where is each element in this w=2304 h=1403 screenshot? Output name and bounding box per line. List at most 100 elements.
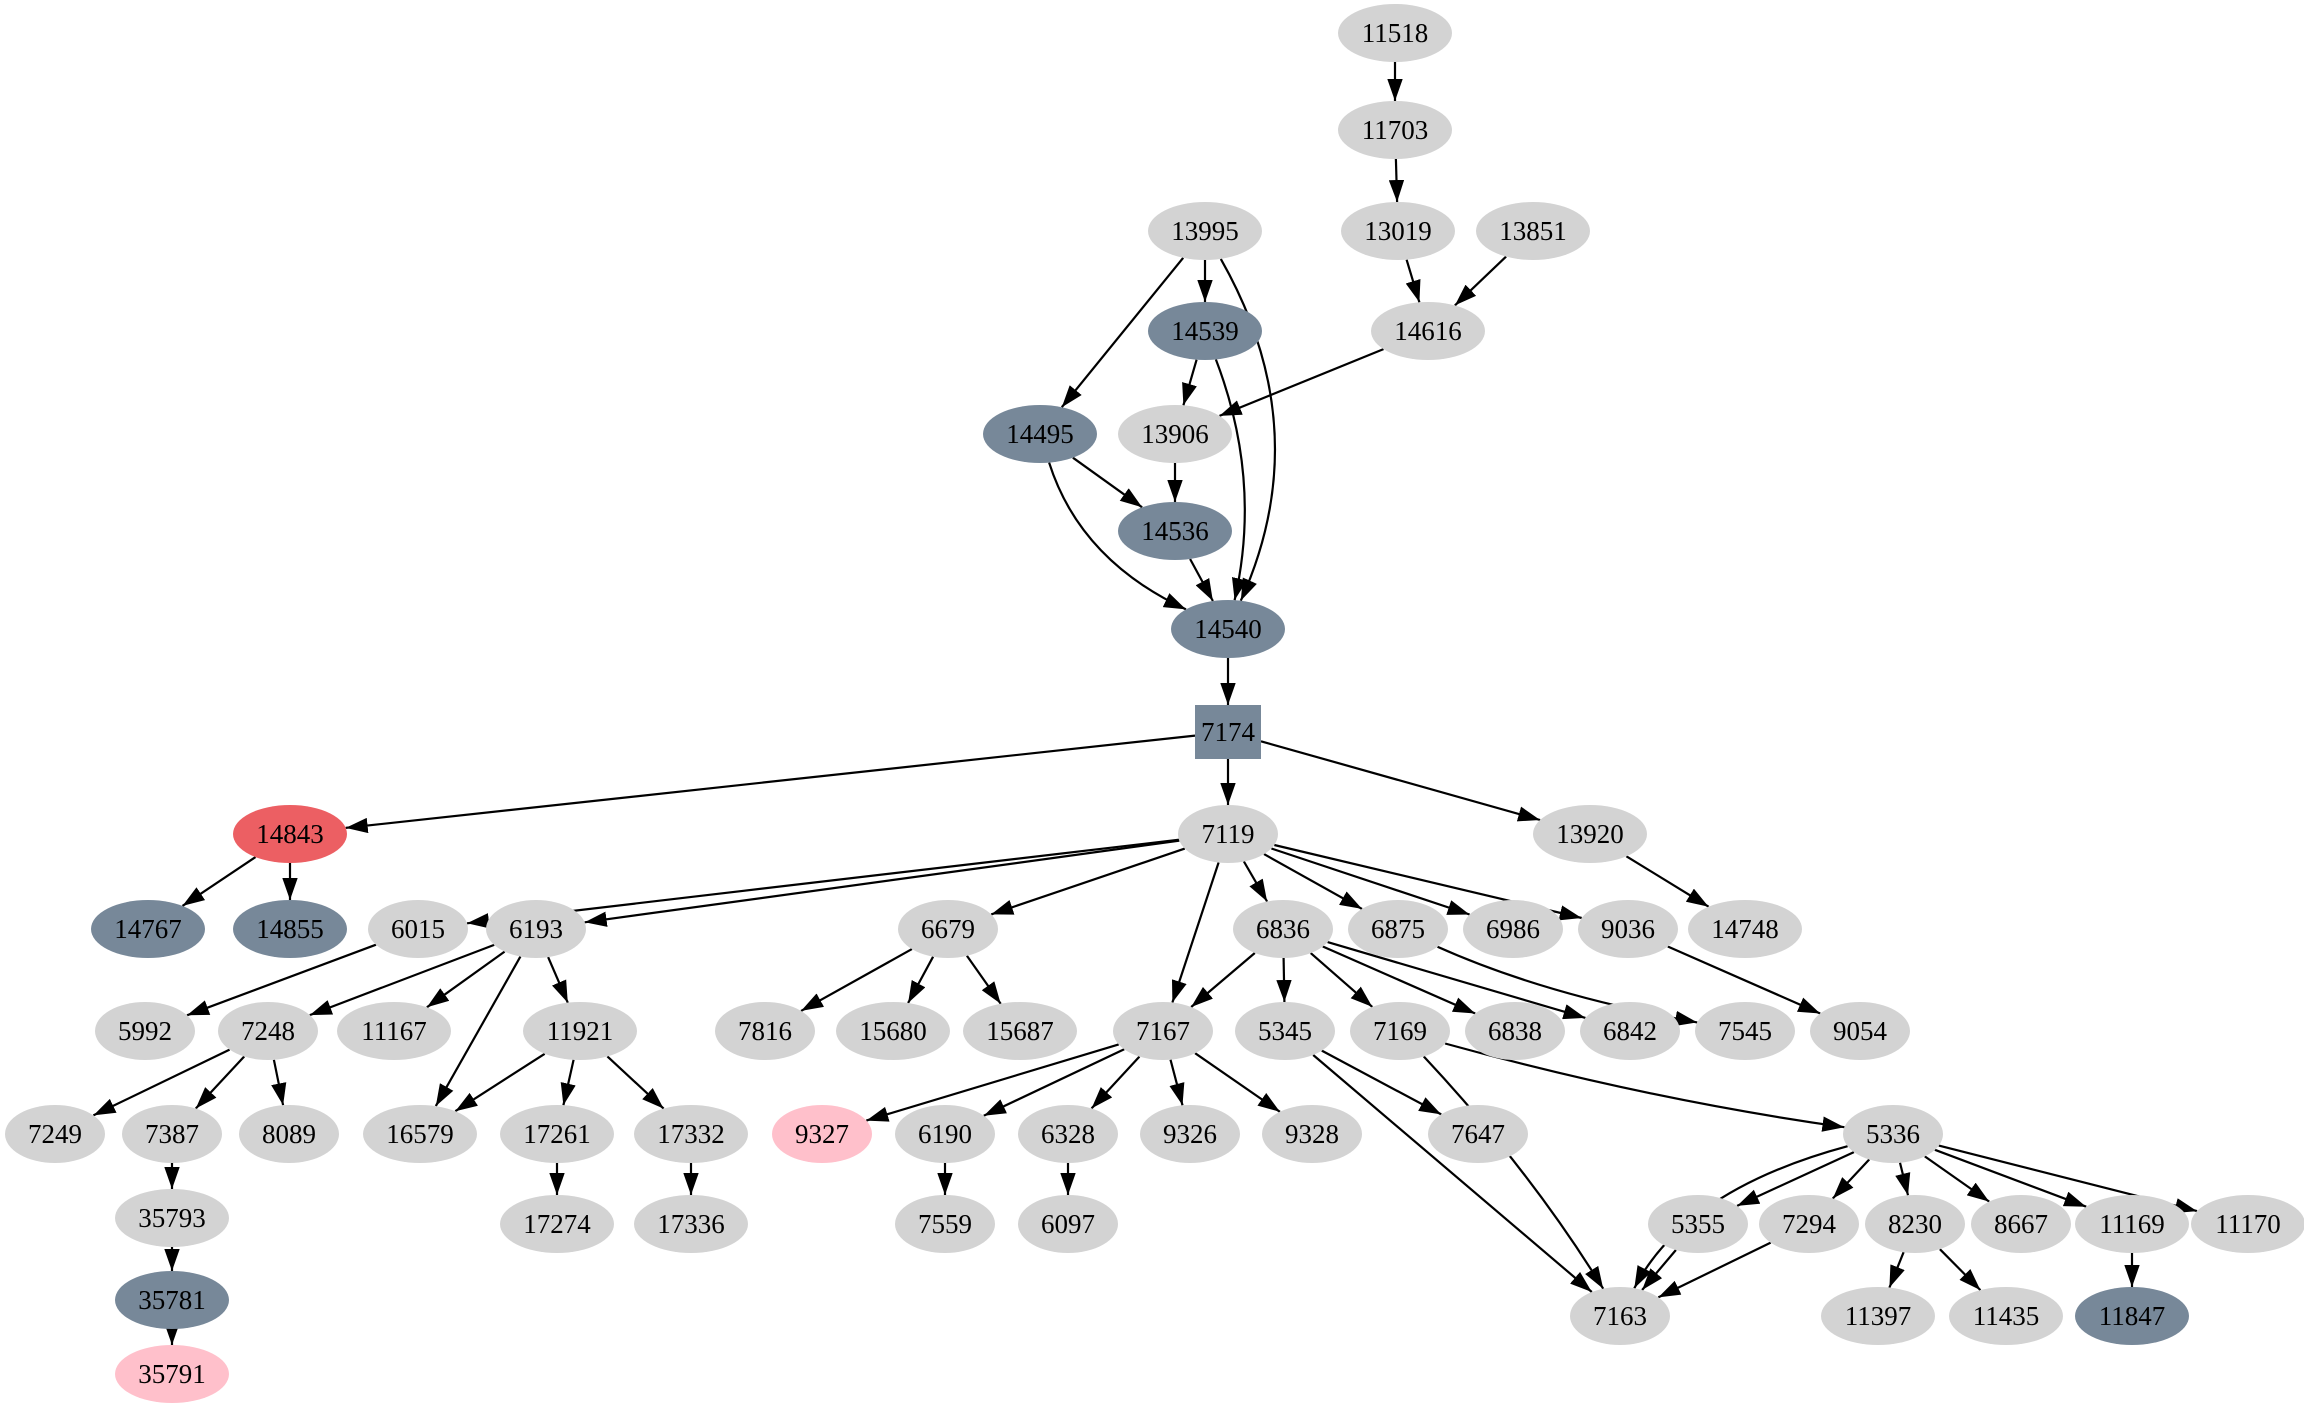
node-shape-ellipse (1428, 1105, 1528, 1163)
graph-edge-13851-14616 (1454, 255, 1507, 307)
graph-edge-14495-14536 (1072, 456, 1143, 509)
graph-node-7559: 7559 (895, 1195, 995, 1253)
graph-node-6679: 6679 (898, 900, 998, 958)
graph-node-6838: 6838 (1465, 1002, 1565, 1060)
graph-edge-5336-5355 (1736, 1151, 1855, 1207)
node-shape-ellipse (239, 1105, 339, 1163)
graph-node-14616: 14616 (1371, 302, 1485, 360)
graph-node-35791: 35791 (115, 1345, 229, 1403)
graph-node-11397: 11397 (1821, 1287, 1935, 1345)
node-shape-ellipse (218, 1002, 318, 1060)
node-label: 14616 (1394, 316, 1462, 346)
node-shape-ellipse (1018, 1195, 1118, 1253)
node-label: 6097 (1041, 1209, 1095, 1239)
graph-node-13920: 13920 (1533, 805, 1647, 863)
graph-node-9327: 9327 (772, 1105, 872, 1163)
graph-node-17261: 17261 (500, 1105, 614, 1163)
graph-edge-6836-5345 (1276, 957, 1292, 1003)
node-shape-ellipse (898, 900, 998, 958)
graph-edge-9036-9054 (1667, 945, 1821, 1015)
node-shape-ellipse (500, 1195, 614, 1253)
graph-edge-6193-11167 (426, 950, 506, 1009)
node-shape-ellipse (1338, 4, 1452, 62)
node-shape-ellipse (1971, 1195, 2071, 1253)
node-shape-ellipse (963, 1002, 1077, 1060)
node-label: 7167 (1136, 1016, 1190, 1046)
graph-node-7647: 7647 (1428, 1105, 1528, 1163)
node-label: 13019 (1364, 216, 1432, 246)
node-shape-ellipse (1118, 502, 1232, 560)
node-shape-ellipse (715, 1002, 815, 1060)
graph-node-6097: 6097 (1018, 1195, 1118, 1253)
node-shape-ellipse (1371, 302, 1485, 360)
node-label: 35791 (138, 1359, 206, 1389)
node-shape-ellipse (1865, 1195, 1965, 1253)
graph-edge-11921-17261 (560, 1059, 576, 1106)
node-label: 11397 (1845, 1301, 1912, 1331)
node-label: 7169 (1373, 1016, 1427, 1046)
graph-node-14539: 14539 (1148, 302, 1262, 360)
node-label: 6842 (1603, 1016, 1657, 1046)
graph-node-14843: 14843 (233, 805, 347, 863)
graph-edge-7119-6986 (1271, 847, 1470, 916)
node-shape-ellipse (233, 805, 347, 863)
node-label: 11921 (547, 1016, 614, 1046)
graph-edge-14843-14767 (181, 856, 257, 907)
node-shape-ellipse (1113, 1002, 1213, 1060)
graph-edge-6679-15687 (966, 955, 1002, 1005)
graph-node-15680: 15680 (836, 1002, 950, 1060)
node-shape-ellipse (1341, 202, 1455, 260)
graph-node-17332: 17332 (634, 1105, 748, 1163)
node-label: 14748 (1711, 914, 1779, 944)
graph-node-6193: 6193 (486, 900, 586, 958)
node-label: 7647 (1451, 1119, 1505, 1149)
node-shape-ellipse (5, 1105, 105, 1163)
graph-node-5992: 5992 (95, 1002, 195, 1060)
graph-node-7545: 7545 (1695, 1002, 1795, 1060)
graph-node-14495: 14495 (983, 405, 1097, 463)
node-shape-ellipse (363, 1105, 477, 1163)
node-label: 7816 (738, 1016, 792, 1046)
graph-node-7249: 7249 (5, 1105, 105, 1163)
node-label: 11518 (1362, 18, 1429, 48)
node-shape-ellipse (2191, 1195, 2304, 1253)
node-label: 17336 (657, 1209, 725, 1239)
graph-edge-7167-6328 (1090, 1055, 1141, 1110)
graph-node-6836: 6836 (1233, 900, 1333, 958)
node-label: 11703 (1362, 115, 1429, 145)
graph-edge-8230-11397 (1888, 1251, 1905, 1289)
graph-node-14540: 14540 (1171, 600, 1285, 658)
graph-edge-7167-9328 (1194, 1052, 1281, 1113)
graph-node-6015: 6015 (368, 900, 468, 958)
graph-node-14767: 14767 (91, 900, 205, 958)
node-shape-ellipse (1695, 1002, 1795, 1060)
node-label: 9328 (1285, 1119, 1339, 1149)
node-shape-ellipse (1465, 1002, 1565, 1060)
node-shape-ellipse (1580, 1002, 1680, 1060)
node-shape-ellipse (634, 1195, 748, 1253)
node-shape-ellipse (1262, 1105, 1362, 1163)
graph-node-9326: 9326 (1140, 1105, 1240, 1163)
graph-node-5345: 5345 (1235, 1002, 1335, 1060)
node-shape-ellipse (2075, 1287, 2189, 1345)
graph-edge-5336-7294 (1831, 1158, 1871, 1200)
graph-node-11518: 11518 (1338, 4, 1452, 62)
node-shape-ellipse (1688, 900, 1802, 958)
graph-edge-7167-6190 (983, 1048, 1125, 1117)
graph-node-7816: 7816 (715, 1002, 815, 1060)
node-shape-ellipse (1533, 805, 1647, 863)
node-shape-ellipse (95, 1002, 195, 1060)
graph-edge-14536-14540 (1189, 558, 1214, 602)
node-shape-ellipse (1171, 600, 1285, 658)
graph-edge-7119-6015 (466, 838, 1180, 929)
graph-edge-5336-8230 (1895, 1162, 1911, 1196)
node-shape-ellipse (836, 1002, 950, 1060)
graph-node-9036: 9036 (1578, 900, 1678, 958)
graph-edge-7119-6875 (1263, 853, 1363, 910)
node-shape-ellipse (500, 1105, 614, 1163)
graph-edge-6836-6842 (1327, 941, 1586, 1020)
graph-edge-7169-7163 (1422, 1055, 1605, 1290)
graph-edge-7119-6679 (990, 847, 1186, 916)
node-shape-ellipse (1810, 1002, 1910, 1060)
